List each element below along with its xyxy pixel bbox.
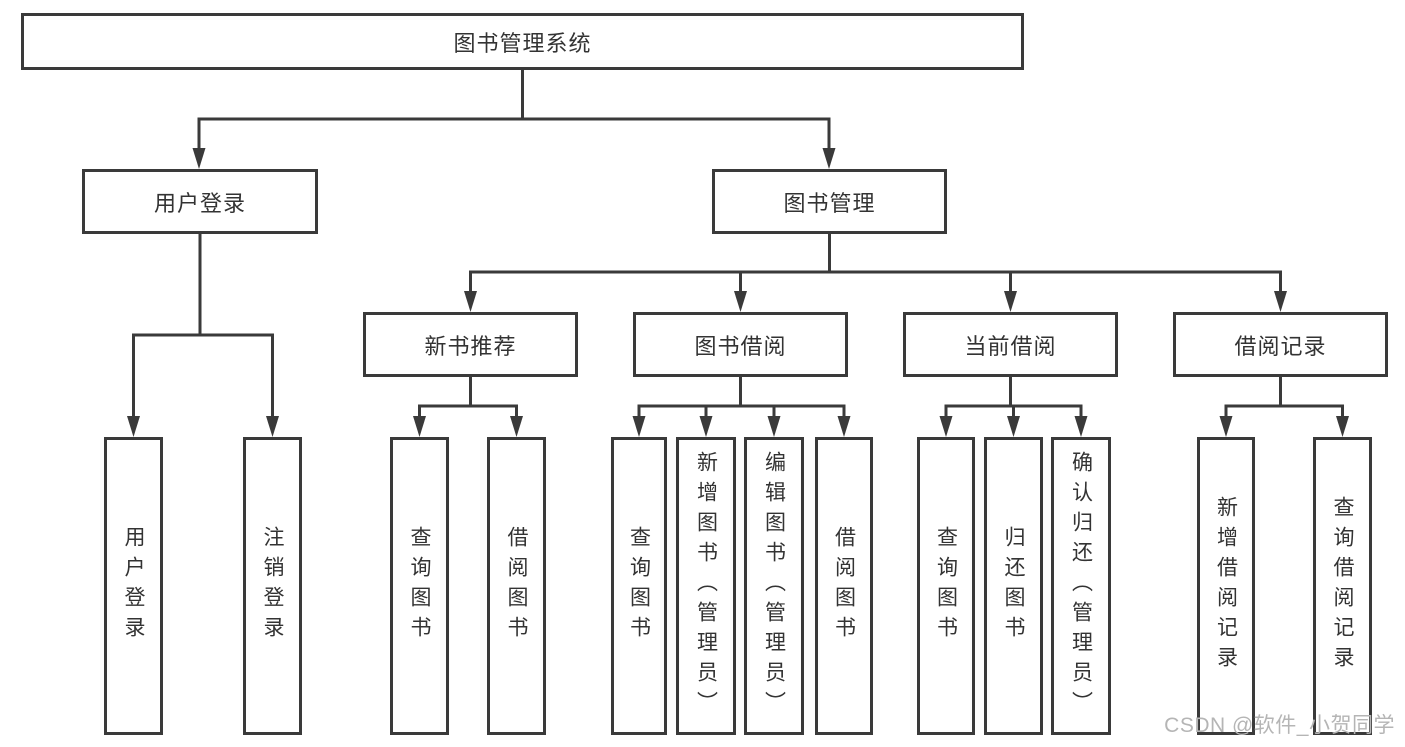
leaf-edit-book-admin: 编辑图书（管理员） [744, 437, 804, 735]
leaf-logout-login: 注销登录 [243, 437, 302, 735]
csdn-watermark: CSDN @软件_小贺同学 [1164, 714, 1395, 737]
node-new-book-recommend: 新书推荐 [363, 312, 578, 377]
node-root-library-system: 图书管理系统 [21, 13, 1024, 70]
leaf-query-borrow-record: 查询借阅记录 [1313, 437, 1372, 735]
leaf-user-login: 用户登录 [104, 437, 163, 735]
leaf-query-books-borrow: 查询图书 [611, 437, 667, 735]
node-book-borrow: 图书借阅 [633, 312, 848, 377]
node-borrow-records: 借阅记录 [1173, 312, 1388, 377]
leaf-query-books-current: 查询图书 [917, 437, 975, 735]
node-current-borrow: 当前借阅 [903, 312, 1118, 377]
leaf-add-book-admin: 新增图书（管理员） [676, 437, 736, 735]
leaf-query-books-recommend: 查询图书 [390, 437, 449, 735]
node-user-login: 用户登录 [82, 169, 318, 234]
leaf-borrow-books-recommend: 借阅图书 [487, 437, 546, 735]
leaf-confirm-return-admin: 确认归还（管理员） [1051, 437, 1111, 735]
node-book-management: 图书管理 [712, 169, 947, 234]
leaf-add-borrow-record: 新增借阅记录 [1197, 437, 1255, 735]
leaf-return-books: 归还图书 [984, 437, 1043, 735]
leaf-borrow-books: 借阅图书 [815, 437, 873, 735]
